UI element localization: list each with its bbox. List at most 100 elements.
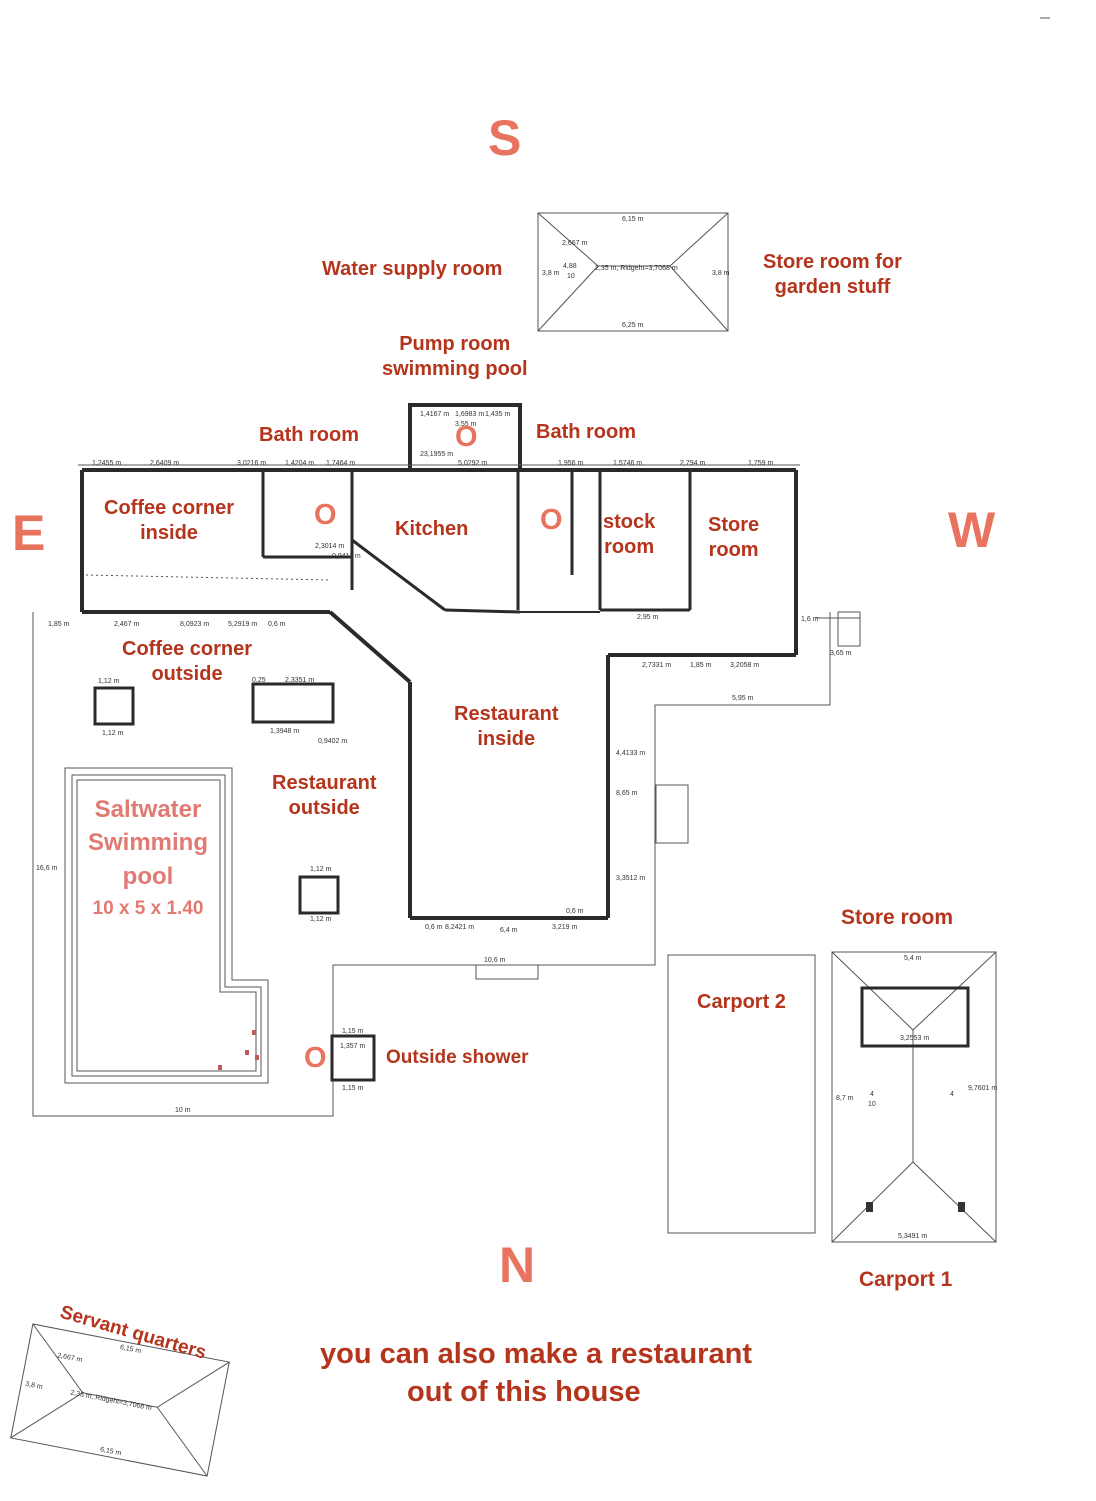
dim-top-4: 1,4204 m	[285, 460, 314, 467]
label-store-room-main-2: room	[708, 539, 759, 561]
dim-rb-2: 8,2421 m	[445, 924, 474, 931]
dim-rv-2: 4,4133 m	[616, 750, 645, 757]
terrace-outline: 10,6 m 10 m 16,6 m	[32, 611, 861, 1117]
label-stock-room-2: room	[604, 536, 655, 558]
pillars: 1,12 m 1,12 m 0,25 2,3351 m 1,3948 m 0,9…	[93, 677, 376, 1092]
o-mark-pump: O	[455, 421, 478, 453]
label-carport2: Carport 2	[697, 991, 786, 1013]
dim-pillar-2c: 1,3948 m	[270, 728, 299, 735]
roof-top-height-2: 3,8 m	[712, 270, 730, 277]
dim-rb-4: 3,219 m	[552, 924, 577, 931]
label-restaurant-outside-2: outside	[288, 797, 360, 819]
label-store-room-main: Store room	[708, 513, 759, 563]
pump-room-walls: 1,4167 m 1,6983 m 1,435 m 3,55 m	[408, 403, 522, 468]
store-dim-wb: 5,3491 m	[898, 1233, 927, 1240]
store-dim-pitch2: 4	[950, 1091, 954, 1098]
dim-pillar-3b: 1,12 m	[310, 916, 332, 923]
pump-dim-3: 1,435 m	[485, 411, 510, 418]
pump-dim-1: 1,4167 m	[420, 411, 449, 418]
compass-north: N	[499, 1237, 536, 1293]
dim-bl-2: 2,467 m	[114, 621, 139, 628]
dim-rb-3: 6,4 m	[500, 927, 518, 934]
label-pool-3: pool	[122, 863, 174, 890]
dim-top-6: 23,1955 m	[420, 451, 453, 458]
label-restaurant-inside-1: Restaurant	[454, 703, 559, 725]
dim-e-6: 3,2058 m	[730, 662, 759, 669]
dim-e-3: 3,65 m	[830, 650, 852, 657]
dim-top-11: 1,759 m	[748, 460, 773, 467]
o-mark-bath-right: O	[540, 504, 563, 536]
dim-bl-3: 8,0923 m	[180, 621, 209, 628]
servant-dim-ridge: 2,35 m, Ridgeht=3,7068 m	[70, 1389, 153, 1412]
label-pool: Saltwater Swimming pool 10 x 5 x 1.40	[78, 793, 218, 923]
dim-rb-1: 0,6 m	[425, 924, 443, 931]
dim-terrace-1: 10,6 m	[484, 957, 506, 964]
store-dim-h2: 9,7601 m	[968, 1085, 997, 1092]
label-bath-right: Bath room	[536, 421, 636, 443]
store-dim-slope: 10	[868, 1101, 876, 1108]
compass-east: E	[12, 505, 46, 561]
label-coffee-inside: Coffee corner inside	[104, 496, 234, 546]
pump-dim-2: 1,6983 m	[455, 411, 484, 418]
dim-bl-4: 5,2919 m	[228, 621, 257, 628]
servant-dim-w2: 6,15 m	[99, 1446, 122, 1457]
dim-pillar-1b: 1,12 m	[102, 730, 124, 737]
dim-e-7: 2,95 m	[637, 614, 659, 621]
label-coffee-outside-1: Coffee corner	[122, 638, 253, 660]
dim-bl-5: 0,6 m	[268, 621, 286, 628]
label-stock-room: stock room	[603, 510, 655, 560]
dim-bl-1: 1,85 m	[48, 621, 70, 628]
store-carport-roof: 5,4 m 5,3491 m 3,2553 m 8,7 m 9,7601 m 4…	[831, 951, 997, 1243]
store-dim-h: 8,7 m	[836, 1095, 854, 1102]
label-carport1: Carport 1	[859, 1268, 953, 1291]
dim-top-9: 1,5746 m	[613, 460, 642, 467]
dim-pillar-2d: 0,9402 m	[318, 738, 347, 745]
dim-terrace-2: 10 m	[175, 1107, 191, 1114]
roof-plan-top: 6,15 m 6,25 m 2,35 m, Ridgeht=3,7068 m 3…	[537, 212, 730, 332]
swimming-pool-outline	[64, 767, 269, 1084]
label-store-garden-2: garden stuff	[774, 276, 891, 298]
roof-top-ridge: 2,35 m, Ridgeht=3,7068 m	[595, 265, 678, 272]
store-dim-pitch: 4	[870, 1091, 874, 1098]
dim-bath: 2,3014 m	[315, 543, 344, 550]
store-dim-inner: 3,2553 m	[900, 1035, 929, 1042]
label-pool-dims: 10 x 5 x 1.40	[92, 898, 204, 919]
label-coffee-outside: Coffee corner outside	[122, 637, 252, 687]
dim-shower-3: 1,357 m	[340, 1043, 365, 1050]
dim-top-8: 1,956 m	[558, 460, 583, 467]
servant-dim-h: 3,8 m	[25, 1381, 44, 1391]
dim-shower-1: 1,15 m	[342, 1028, 364, 1035]
roof-top-height: 3,8 m	[542, 270, 560, 277]
dim-rb-5: 0,6 m	[566, 908, 584, 915]
dim-top-7: 5,0292 m	[458, 460, 487, 467]
dim-pillar-2b: 2,3351 m	[285, 677, 314, 684]
label-pump-room-1: Pump room	[399, 333, 511, 355]
dim-top-1: 1,2455 m	[92, 460, 121, 467]
label-pool-1: Saltwater	[94, 796, 202, 823]
dim-pillar-1: 1,12 m	[98, 678, 120, 685]
label-kitchen: Kitchen	[395, 518, 469, 540]
label-store-room-main-1: Store	[708, 514, 760, 536]
roof-top-slope: 10	[567, 273, 575, 280]
dim-top-5: 1,7464 m	[326, 460, 355, 467]
label-coffee-inside-2: inside	[140, 522, 198, 544]
label-store-room-bottom: Store room	[841, 906, 954, 929]
label-bath-left: Bath room	[259, 424, 359, 446]
dim-top-3: 3,0216 m	[237, 460, 266, 467]
label-coffee-inside-1: Coffee corner	[104, 497, 235, 519]
roof-top-hip: 2,667 m	[562, 240, 587, 247]
label-restaurant-inside: Restaurant inside	[454, 702, 558, 752]
dim-bath-2: 0,9411 m	[332, 553, 361, 560]
footer-line-1: you can also make a restaurant	[320, 1338, 752, 1370]
roof-top-width-bottom: 6,25 m	[622, 322, 644, 329]
dim-e-2: 5,95 m	[732, 695, 754, 702]
dim-e-1: 1,6 m	[801, 616, 819, 623]
compass-west: W	[948, 502, 996, 558]
dim-e-5: 1,85 m	[690, 662, 712, 669]
dim-e-4: 2,7331 m	[642, 662, 671, 669]
label-pool-2: Swimming	[87, 829, 208, 856]
dim-pillar-3: 1,12 m	[310, 866, 332, 873]
dim-top-2: 2,6409 m	[150, 460, 179, 467]
house-walls: 1,2455 m 2,6409 m 3,0216 m 1,4204 m 1,74…	[48, 451, 852, 934]
